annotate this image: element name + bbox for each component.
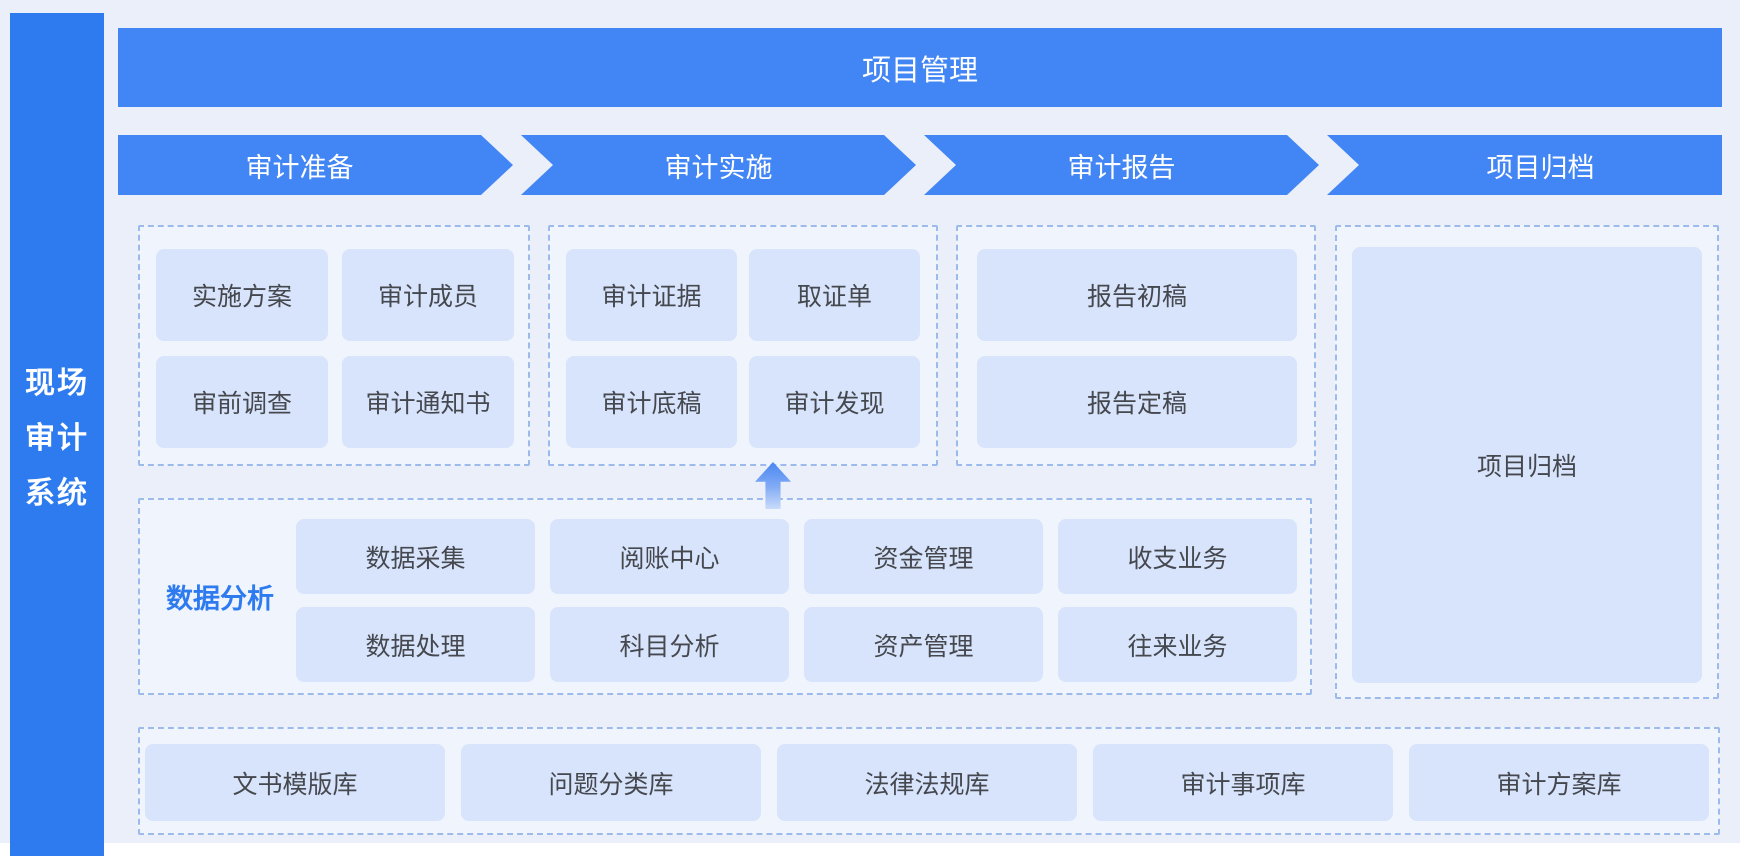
- tile-data-processing[interactable]: 数据处理: [296, 607, 535, 682]
- tile-current-accounts-business[interactable]: 往来业务: [1058, 607, 1297, 682]
- data-analysis-label: 数据分析: [166, 584, 274, 614]
- group-audit-report: 报告初稿 报告定稿: [956, 225, 1316, 466]
- tile-project-archive[interactable]: 项目归档: [1352, 247, 1702, 683]
- phase-label: 项目归档: [1486, 152, 1595, 183]
- tile-audit-working-papers[interactable]: 审计底稿: [566, 356, 737, 448]
- tile-report-draft[interactable]: 报告初稿: [977, 249, 1297, 341]
- system-title-bar: 现场 审计 系统: [10, 13, 104, 856]
- tile-income-expense-business[interactable]: 收支业务: [1058, 519, 1297, 594]
- phase-audit-preparation: 审计准备: [118, 135, 513, 195]
- tile-document-template-library[interactable]: 文书模版库: [145, 744, 445, 821]
- tile-asset-management[interactable]: 资产管理: [804, 607, 1043, 682]
- tile-pre-audit-survey[interactable]: 审前调查: [156, 356, 328, 448]
- phase-label: 审计实施: [664, 152, 773, 183]
- tile-audit-evidence[interactable]: 审计证据: [566, 249, 737, 341]
- tile-audit-notification[interactable]: 审计通知书: [342, 356, 514, 448]
- tile-subject-analysis[interactable]: 科目分析: [550, 607, 789, 682]
- tile-audit-findings[interactable]: 审计发现: [749, 356, 920, 448]
- tile-implementation-plan[interactable]: 实施方案: [156, 249, 328, 341]
- phase-audit-report: 审计报告: [924, 135, 1319, 195]
- tile-data-collection[interactable]: 数据采集: [296, 519, 535, 594]
- phase-label: 审计报告: [1067, 152, 1176, 183]
- group-audit-implementation: 审计证据 取证单 审计底稿 审计发现: [548, 225, 938, 466]
- phase-label: 审计准备: [245, 152, 354, 183]
- group-project-archive: 项目归档: [1335, 225, 1719, 699]
- tile-audit-plan-library[interactable]: 审计方案库: [1409, 744, 1709, 821]
- tile-audit-members[interactable]: 审计成员: [342, 249, 514, 341]
- group-data-analysis: 数据分析 数据采集 阅账中心 资金管理 收支业务 数据处理 科目分析 资产管理 …: [138, 498, 1312, 695]
- phase-project-archiving: 项目归档: [1327, 135, 1722, 195]
- tile-audit-matters-library[interactable]: 审计事项库: [1093, 744, 1393, 821]
- group-audit-preparation: 实施方案 审计成员 审前调查 审计通知书: [138, 225, 530, 466]
- system-title-line-3: 系统: [25, 476, 89, 510]
- phase-audit-implementation: 审计实施: [521, 135, 916, 195]
- project-management-banner: 项目管理: [118, 28, 1722, 107]
- tile-account-review-center[interactable]: 阅账中心: [550, 519, 789, 594]
- tile-funds-management[interactable]: 资金管理: [804, 519, 1043, 594]
- tile-issue-classification-library[interactable]: 问题分类库: [461, 744, 761, 821]
- banner-label: 项目管理: [861, 54, 978, 87]
- tile-evidence-collection-form[interactable]: 取证单: [749, 249, 920, 341]
- system-title-line-1: 现场: [25, 366, 89, 400]
- group-libraries: 文书模版库 问题分类库 法律法规库 审计事项库 审计方案库: [138, 727, 1720, 835]
- tile-report-final[interactable]: 报告定稿: [977, 356, 1297, 448]
- tile-laws-regulations-library[interactable]: 法律法规库: [777, 744, 1077, 821]
- system-title-line-2: 审计: [25, 421, 89, 455]
